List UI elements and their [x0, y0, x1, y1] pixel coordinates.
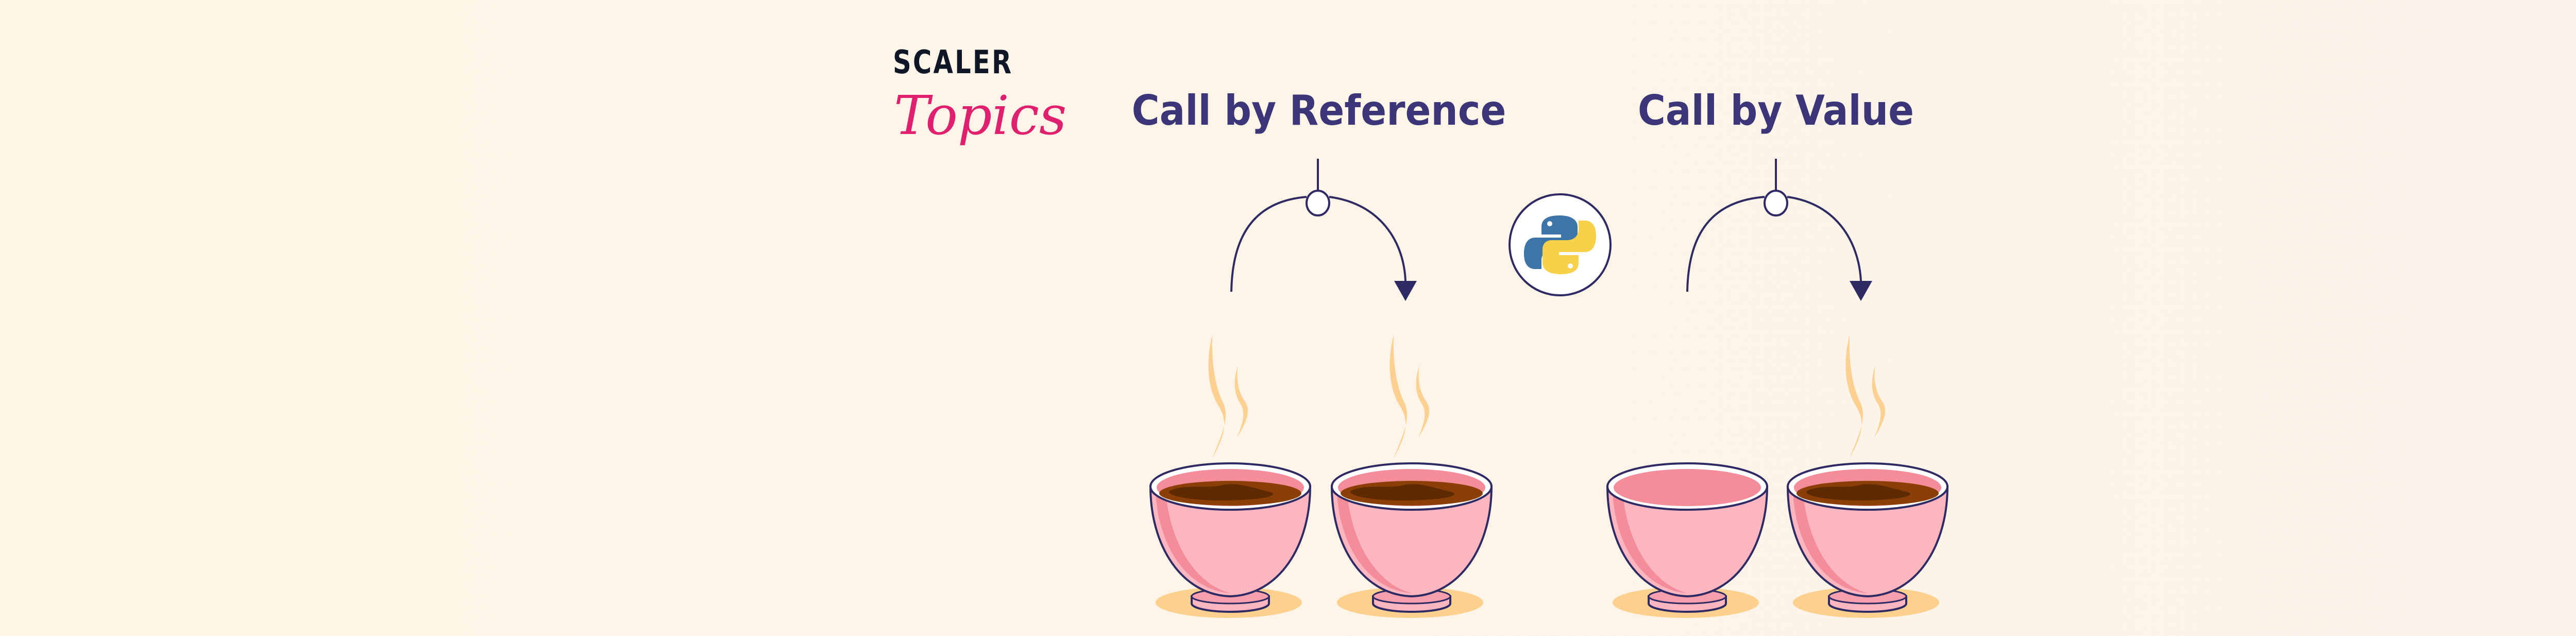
reference-flow-arrow [1230, 159, 1417, 301]
value-cup-filled [1787, 334, 1948, 619]
call-by-reference-title: Call by Reference [1131, 87, 1506, 135]
call-by-value-title: Call by Value [1637, 87, 1914, 135]
logo-scaler-text: SCALER [893, 43, 1013, 81]
value-flow-arrow [1686, 159, 1872, 301]
value-cup-empty [1606, 462, 1768, 619]
logo-topics-text: Topics [894, 84, 1067, 147]
reference-cup-original [1149, 334, 1311, 619]
reference-cup-passed [1331, 334, 1493, 619]
python-logo-icon [1509, 193, 1612, 296]
